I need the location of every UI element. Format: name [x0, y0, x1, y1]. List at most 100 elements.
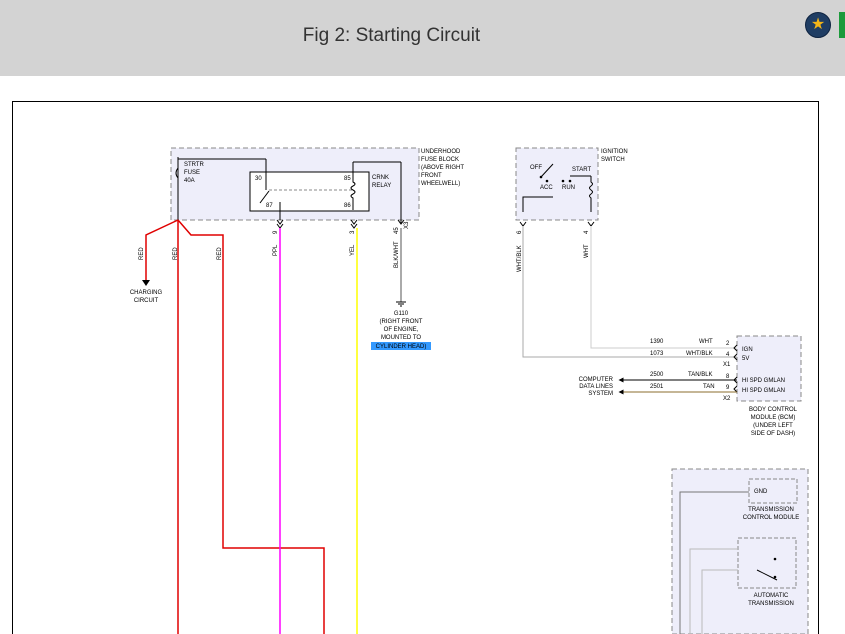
wiring-diagram: UNDERHOOD FUSE BLOCK (ABOVE RIGHT FRONT …: [130, 147, 809, 634]
svg-text:2501: 2501: [650, 384, 664, 390]
ppl-labels: 9 PPL: [273, 230, 279, 256]
charging-arrow: [142, 280, 150, 286]
ignition-positions: OFF START ACC RUN: [530, 165, 591, 191]
ground-icon: [396, 301, 406, 307]
svg-text:WHT: WHT: [699, 339, 713, 345]
svg-text:85: 85: [344, 176, 351, 182]
svg-text:9: 9: [273, 230, 279, 234]
svg-text:CIRCUIT: CIRCUIT: [134, 298, 159, 304]
highlight: [371, 342, 431, 350]
svg-text:SYSTEM: SYSTEM: [588, 391, 613, 397]
crank-relay-box: [249, 171, 370, 212]
svg-text:MOUNTED TO: MOUNTED TO: [381, 335, 421, 341]
svg-text:RED: RED: [173, 247, 179, 260]
svg-text:WHT: WHT: [584, 244, 590, 258]
wht-wire: [590, 226, 737, 349]
svg-text:87: 87: [266, 203, 273, 209]
side-tab[interactable]: [839, 12, 845, 38]
fuse-block-label: UNDERHOOD FUSE BLOCK (ABOVE RIGHT FRONT …: [421, 149, 464, 187]
svg-text:TRANSMISSION: TRANSMISSION: [748, 601, 794, 607]
red-wires: [145, 219, 325, 634]
relay-switch: [259, 190, 270, 204]
svg-text:5V: 5V: [742, 356, 749, 362]
svg-text:AUTOMATIC: AUTOMATIC: [754, 593, 789, 599]
diagram-frame: UNDERHOOD FUSE BLOCK (ABOVE RIGHT FRONT …: [12, 101, 819, 634]
charging-label: CHARGING CIRCUIT: [130, 290, 163, 304]
svg-text:RELAY: RELAY: [372, 183, 391, 189]
fuse-label: STRTR FUSE 40A: [184, 162, 205, 184]
star-icon: ★: [810, 16, 826, 33]
fuse-icon: [175, 167, 179, 179]
svg-text:6: 6: [517, 230, 523, 234]
svg-text:TAN: TAN: [703, 384, 715, 390]
relay-label: CRNK RELAY: [372, 175, 391, 189]
ignition-switch-label: IGNITION SWITCH: [601, 149, 628, 163]
svg-text:X1: X1: [723, 362, 731, 368]
svg-text:30: 30: [255, 176, 262, 182]
svg-text:2500: 2500: [650, 372, 664, 378]
bcm-circuits: 1390 WHT 2 IGN 1073 WHT/BLK 4 5V X1 2500…: [650, 339, 785, 402]
svg-text:CONTROL MODULE: CONTROL MODULE: [743, 515, 799, 521]
tcm-label: TRANSMISSION CONTROL MODULE: [743, 507, 799, 521]
ignition-wire-labels: 6 WHT/BLK 4 WHT: [517, 230, 590, 272]
svg-text:YEL: YEL: [350, 244, 356, 256]
svg-text:RUN: RUN: [562, 185, 575, 191]
svg-text:BODY CONTROL: BODY CONTROL: [749, 407, 798, 413]
svg-text:3: 3: [350, 230, 356, 234]
relay-coil: [350, 172, 356, 210]
svg-text:9: 9: [726, 385, 730, 391]
red-wire-labels: RED RED RED: [139, 247, 223, 260]
svg-text:IGN: IGN: [742, 347, 753, 353]
bcm-outline: [736, 335, 802, 402]
yel-labels: 3 YEL: [350, 230, 356, 256]
favorite-button[interactable]: ★: [805, 12, 831, 38]
svg-text:ACC: ACC: [540, 185, 553, 191]
svg-text:45: 45: [394, 227, 400, 234]
svg-text:TAN/BLK: TAN/BLK: [688, 372, 713, 378]
svg-text:HI SPD GMLAN: HI SPD GMLAN: [742, 388, 785, 394]
svg-text:WHT/BLK: WHT/BLK: [517, 245, 523, 272]
svg-text:FUSE: FUSE: [184, 170, 200, 176]
page-header: Fig 2: Starting Circuit ★: [0, 0, 845, 76]
whtblk-wire: [522, 226, 737, 358]
svg-text:TRANSMISSION: TRANSMISSION: [748, 507, 794, 513]
svg-text:(UNDER LEFT: (UNDER LEFT: [753, 423, 793, 429]
svg-text:FRONT: FRONT: [421, 173, 442, 179]
svg-text:G110: G110: [394, 311, 409, 317]
svg-text:8: 8: [726, 374, 730, 380]
svg-text:RED: RED: [217, 247, 223, 260]
svg-text:WHEELWELL): WHEELWELL): [421, 181, 460, 187]
page-title: Fig 2: Starting Circuit: [302, 25, 481, 46]
svg-text:X2: X2: [723, 396, 731, 402]
tcm-gnd-box: [748, 478, 798, 504]
svg-text:40A: 40A: [184, 178, 195, 184]
svg-text:86: 86: [344, 203, 351, 209]
data-lines-label: COMPUTER DATA LINES SYSTEM: [579, 377, 614, 397]
transmission-switch: [756, 569, 778, 581]
svg-text:BLK/WHT: BLK/WHT: [394, 241, 400, 268]
ignition-switch-outline: [515, 147, 599, 221]
svg-text:WHT/BLK: WHT/BLK: [686, 351, 713, 357]
svg-text:CRNK: CRNK: [372, 175, 389, 181]
tcm-gnd-wire: [679, 491, 749, 634]
svg-text:OFF: OFF: [530, 165, 542, 171]
svg-text:OF ENGINE,: OF ENGINE,: [384, 327, 419, 333]
transmission-switch-box: [737, 537, 797, 589]
blk-labels: 45 BLK/WHT: [394, 227, 400, 268]
ground-label: G110 (RIGHT FRONT OF ENGINE, MOUNTED TO: [380, 311, 423, 341]
svg-text:IGNITION: IGNITION: [601, 149, 628, 155]
svg-text:STRTR: STRTR: [184, 162, 205, 168]
svg-text:PPL: PPL: [273, 244, 279, 256]
svg-text:2: 2: [726, 341, 730, 347]
transmission-label: AUTOMATIC TRANSMISSION: [748, 593, 794, 607]
tcm-gnd-label: GND: [754, 489, 768, 495]
svg-text:SIDE OF DASH): SIDE OF DASH): [751, 431, 795, 437]
relay-pins: 30 85 87 86: [255, 176, 351, 209]
svg-text:START: START: [572, 167, 591, 173]
svg-text:(RIGHT FRONT: (RIGHT FRONT: [380, 319, 423, 325]
ignition-switch-arm: [540, 163, 554, 178]
bcm-label: BODY CONTROL MODULE (BCM) (UNDER LEFT SI…: [749, 407, 798, 437]
svg-text:DATA LINES: DATA LINES: [579, 384, 613, 390]
svg-text:(ABOVE RIGHT: (ABOVE RIGHT: [421, 165, 464, 171]
svg-text:1390: 1390: [650, 339, 664, 345]
